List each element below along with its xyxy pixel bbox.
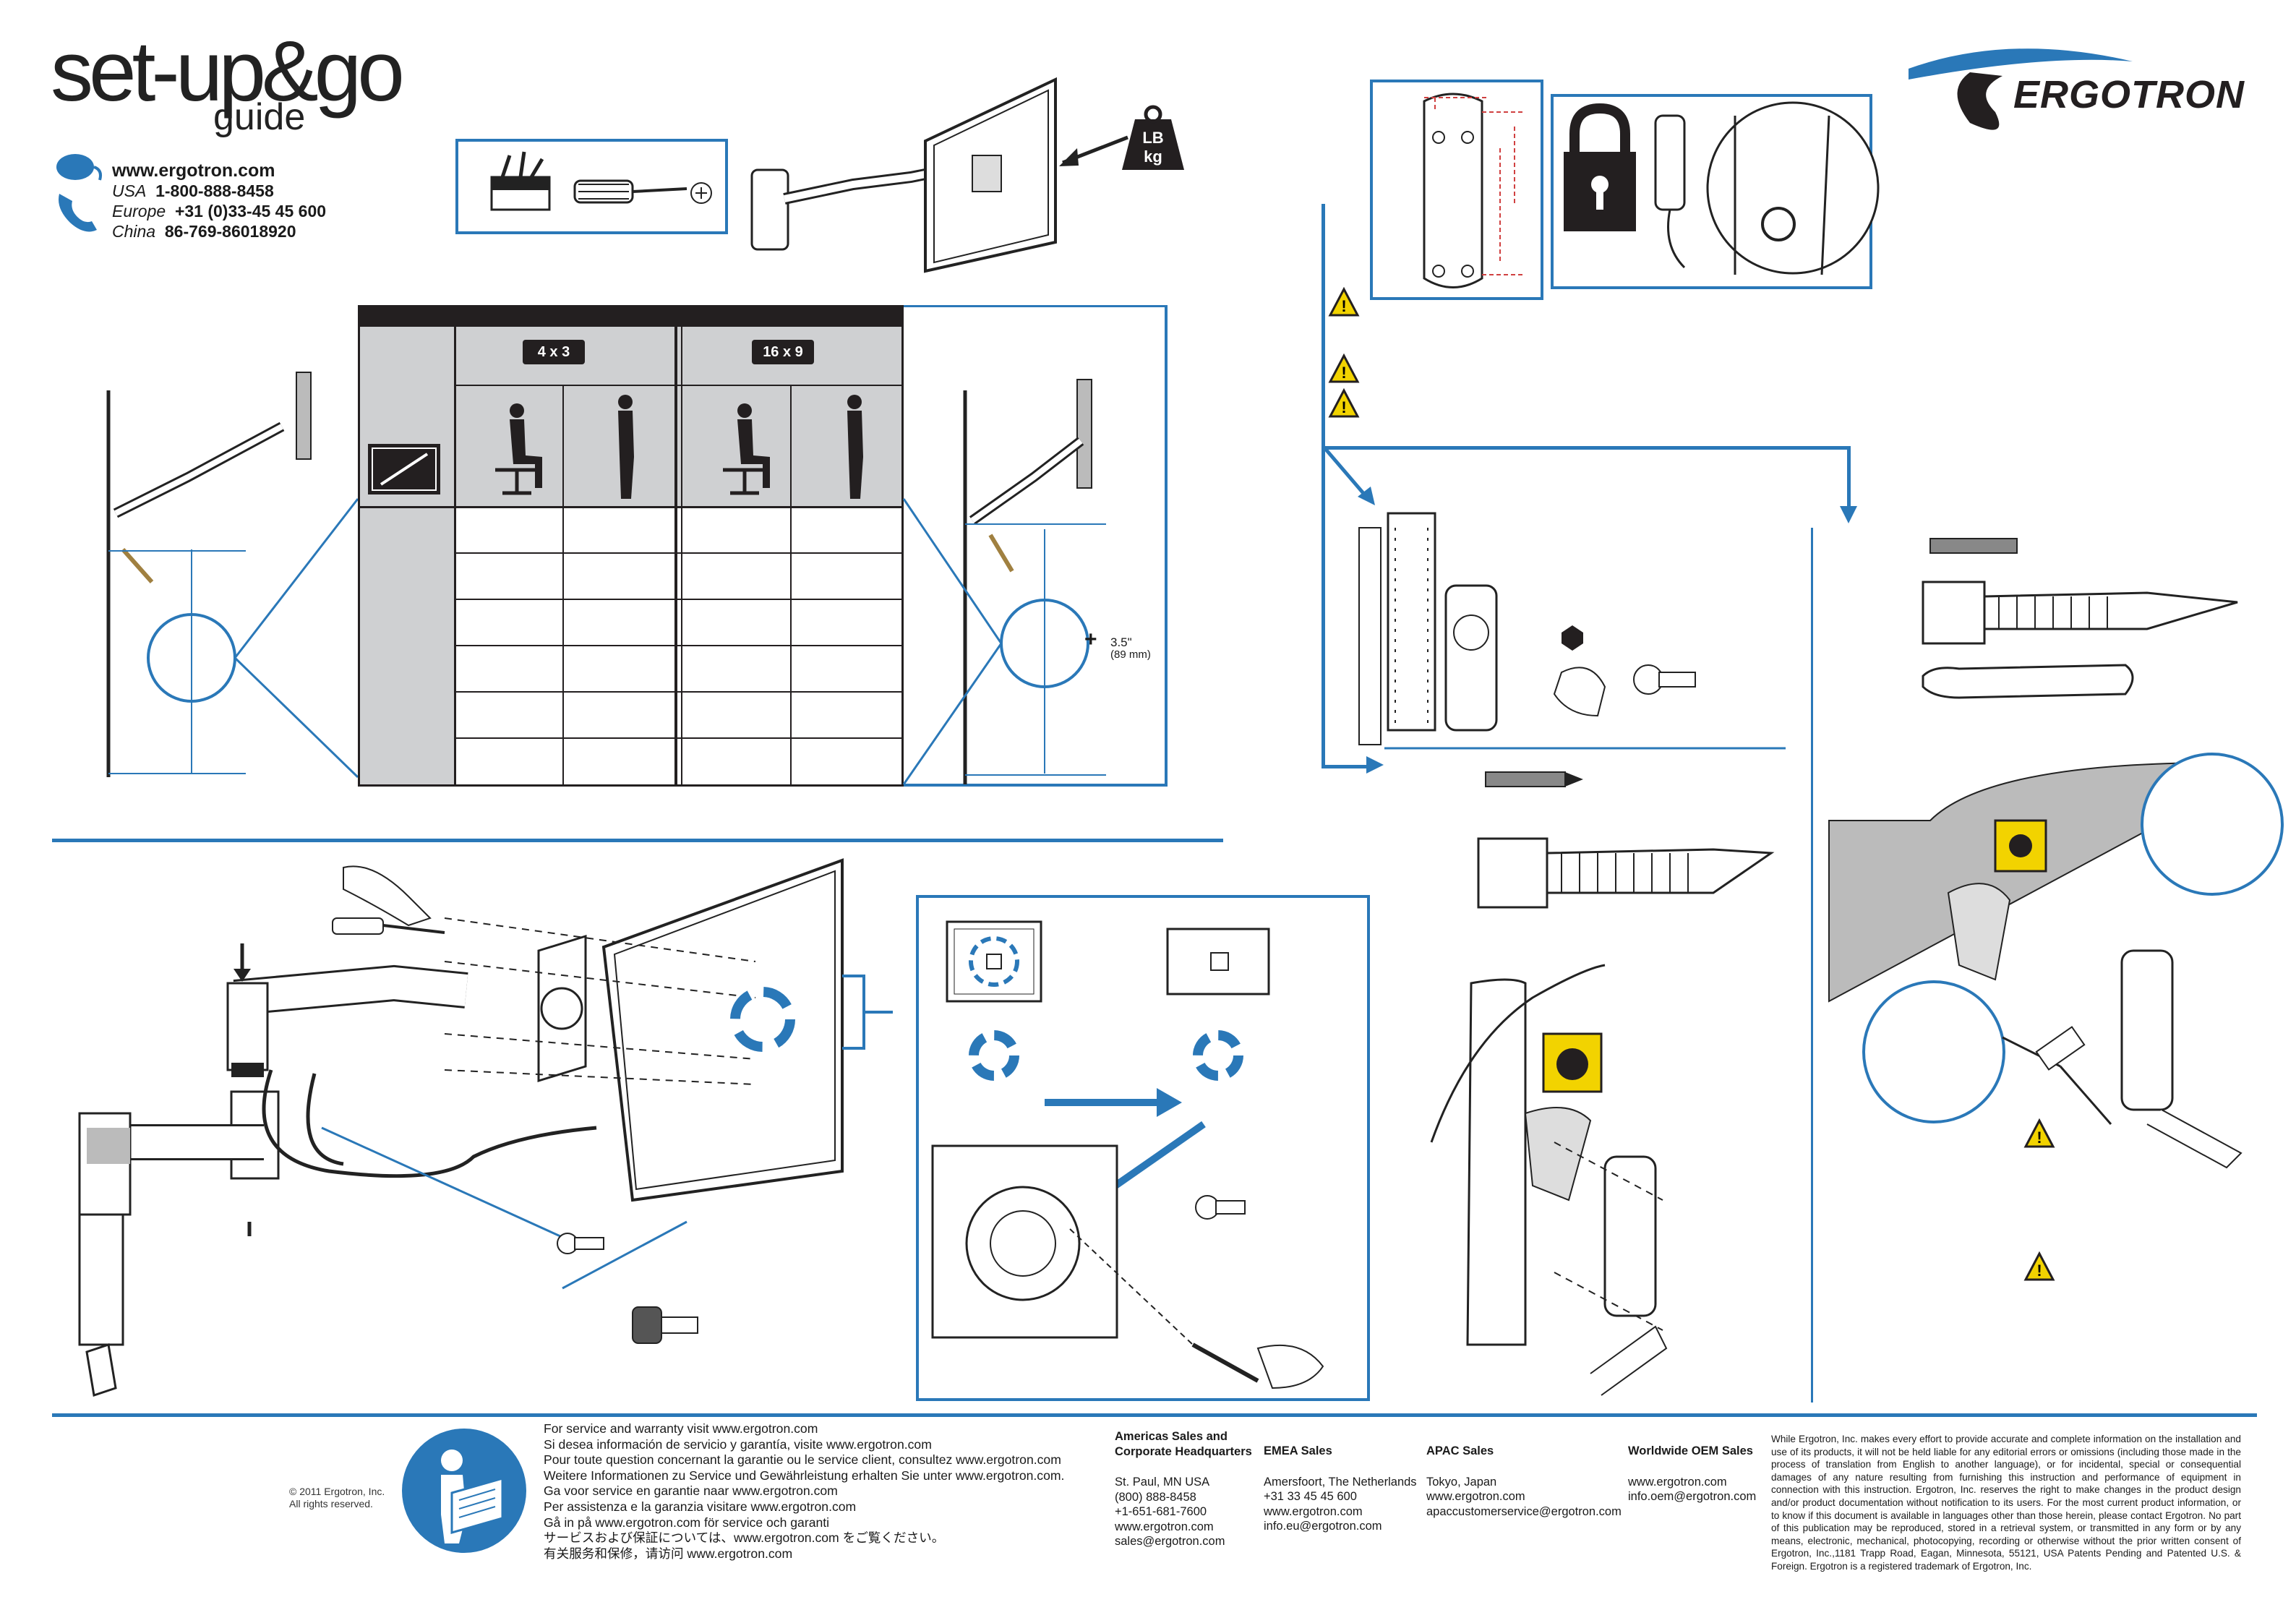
service-info: For service and warranty visit www.ergot… — [544, 1421, 1064, 1562]
ratio-4x3-badge: 4 x 3 — [523, 340, 585, 364]
region-emea: EMEA Sales Amersfoort, The Netherlands +… — [1264, 1444, 1417, 1533]
phone-europe: Europe +31 (0)33-45 45 600 — [112, 202, 327, 220]
service-line: サービスおよび保証については、www.ergotron.com をご覧ください。 — [544, 1530, 945, 1546]
flow-arrow-down-right — [1322, 445, 1375, 505]
region-americas: Americas Sales and Corporate Headquarter… — [1115, 1430, 1252, 1548]
oem-website-link[interactable]: www.ergotron.com — [1628, 1475, 1727, 1489]
warning-icon: ! — [1328, 353, 1360, 383]
bracket-hole-diagram — [1423, 93, 1525, 288]
warning-icon: ! — [2023, 1118, 2055, 1148]
americas-website-link[interactable]: www.ergotron.com — [1115, 1520, 1214, 1533]
phone-icon — [59, 194, 97, 232]
ergotron-logo: ERGOTRON — [2013, 73, 2245, 116]
guide-title: set-up&go — [51, 24, 405, 119]
service-line: For service and warranty visit www.ergot… — [544, 1421, 818, 1436]
flow-line-lower — [1322, 765, 1372, 768]
mouse-icon — [56, 154, 102, 181]
wall-detail-frame — [904, 305, 1168, 787]
website-link[interactable]: www.ergotron.com — [112, 160, 275, 181]
emea-email-link[interactable]: info.eu@ergotron.com — [1264, 1520, 1382, 1533]
emea-website-link[interactable]: www.ergotron.com — [1264, 1504, 1363, 1518]
service-line: Weitere Informationen zu Service und Gew… — [544, 1468, 1065, 1483]
wall-height-diagram-right — [902, 379, 1106, 785]
service-line: Ga voor service en garantie naar www.erg… — [544, 1483, 838, 1499]
wall-height-diagram-left — [106, 372, 359, 779]
americas-email-link[interactable]: sales@ergotron.com — [1115, 1535, 1225, 1548]
seated-user-icon-wide — [723, 403, 770, 495]
copyright: © 2011 Ergotron, Inc. All rights reserve… — [289, 1486, 385, 1509]
svg-text:LB: LB — [1142, 129, 1163, 147]
monitor-attach-illustration — [78, 858, 893, 1397]
warning-icon: ! — [1328, 387, 1360, 418]
oem-email-link[interactable]: info.oem@ergotron.com — [1628, 1490, 1757, 1503]
wood-stud-illustration — [1430, 771, 1775, 1396]
service-line: Si desea información de servicio y garan… — [544, 1436, 932, 1452]
warning-icon: ! — [2023, 1251, 2055, 1281]
svg-text:!: ! — [2036, 1262, 2042, 1280]
svg-text:!: ! — [1341, 398, 1346, 416]
legal-disclaimer: While Ergotron, Inc. makes every effort … — [1771, 1434, 2241, 1572]
section-divider — [52, 839, 1223, 842]
monitor-height-table: 4 x 3 16 x 9 — [358, 305, 904, 787]
standing-user-icon — [618, 395, 634, 499]
standing-user-icon-wide — [847, 395, 863, 499]
service-line: Gå in på www.ergotron.com för service oc… — [544, 1515, 830, 1530]
phone-usa: USA 1-800-888-8458 — [112, 181, 274, 200]
read-manual-icon — [402, 1429, 526, 1553]
seated-user-icon — [495, 403, 542, 495]
screen-diagonal-icon — [368, 444, 440, 494]
apac-website-link[interactable]: www.ergotron.com — [1426, 1490, 1525, 1503]
rotate-icon — [730, 987, 795, 1052]
offset-measurement: + 3.5" (89 mm) — [1084, 628, 1151, 661]
flow-line-vertical — [1322, 204, 1325, 768]
service-line: Pour toute question concernant la garant… — [544, 1452, 1061, 1468]
service-line: Per assistenza e la garanzia visitare ww… — [544, 1499, 857, 1514]
svg-text:kg: kg — [1144, 147, 1162, 166]
svg-text:!: ! — [2036, 1129, 2042, 1147]
concrete-divider — [1811, 528, 1813, 1403]
flow-line-horizontal — [1322, 446, 1849, 450]
ergotron-swoosh-logo — [1909, 48, 2133, 130]
monitor-arm-illustration — [750, 77, 1128, 273]
vesa-detail-box — [916, 895, 1370, 1401]
bracket-hole-box — [1370, 80, 1543, 300]
toolbox-icon — [490, 151, 551, 211]
padlock-icon — [1564, 103, 1636, 231]
footer-divider — [52, 1413, 2257, 1417]
flow-arrow-right — [1366, 756, 1384, 774]
phone-china: China 86-769-86018920 — [112, 222, 296, 241]
contact-block: www.ergotron.com USA 1-800-888-8458 Euro… — [112, 160, 326, 241]
ratio-16x9-badge: 16 x 9 — [752, 340, 814, 364]
channel-mount-illustration — [1358, 512, 1786, 750]
flow-arrow-down — [1840, 506, 1857, 523]
guide-subtitle: guide — [213, 96, 306, 138]
weight-icon: LB kg — [1122, 105, 1184, 170]
table-label-column — [358, 327, 455, 787]
flow-line-branch — [1847, 446, 1851, 515]
region-oem: Worldwide OEM Sales www.ergotron.com inf… — [1628, 1444, 1757, 1503]
warning-icon: ! — [1328, 286, 1360, 317]
svg-text:!: ! — [1341, 297, 1346, 315]
concrete-anchor-illustration — [1828, 538, 2284, 1169]
vesa-detail-illustration — [931, 920, 1324, 1389]
region-apac: APAC Sales Tokyo, Japan www.ergotron.com… — [1426, 1444, 1622, 1518]
tools-box — [455, 139, 728, 234]
lock-detail-illustration — [1654, 101, 1880, 275]
table-header-bar — [358, 305, 904, 327]
service-line: 有关服务和保修，请访问 www.ergotron.com — [544, 1546, 793, 1561]
screwdriver-icon — [573, 179, 712, 204]
svg-text:!: ! — [1341, 364, 1346, 382]
apac-email-link[interactable]: apaccustomerservice@ergotron.com — [1426, 1504, 1622, 1518]
